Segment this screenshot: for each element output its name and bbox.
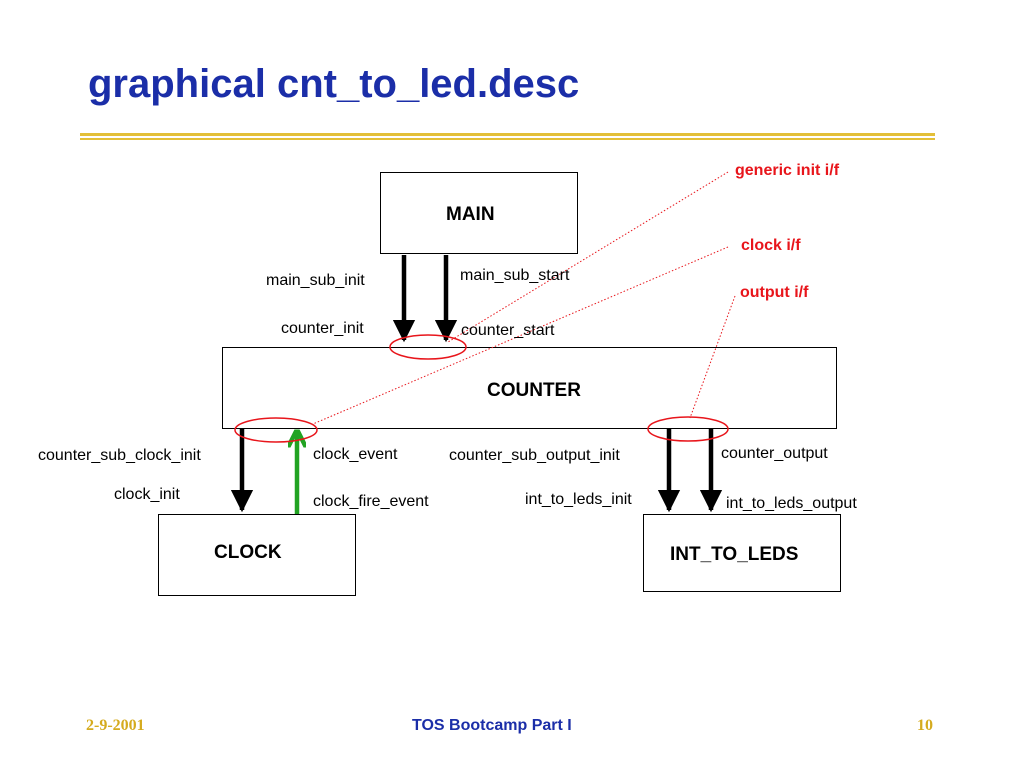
clock-event-label: clock_event (313, 446, 398, 463)
footer-title: TOS Bootcamp Part I (412, 717, 572, 734)
main-box (380, 172, 578, 254)
slide-title: graphical cnt_to_led.desc (88, 62, 580, 106)
main-sub-init-label: main_sub_init (266, 272, 365, 289)
output-if-leader (689, 295, 736, 419)
counter-box (222, 347, 837, 429)
title-underline-bottom (80, 138, 935, 140)
int-to-leds-box (643, 514, 841, 592)
clock-interface-ellipse (234, 417, 318, 443)
init-interface-ellipse (389, 334, 467, 360)
counter-label: COUNTER (487, 380, 581, 401)
int-to-leds-init-label: int_to_leds_init (525, 491, 632, 508)
int-to-leds-output-label: int_to_leds_output (726, 495, 857, 512)
footer-date: 2-9-2001 (86, 717, 145, 734)
counter-output-label: counter_output (721, 445, 828, 462)
main-sub-start-label: main_sub_start (460, 267, 570, 284)
clock-if-annotation: clock i/f (741, 237, 801, 254)
clock-if-leader (312, 246, 729, 425)
generic-init-leader (447, 171, 729, 343)
counter-init-label: counter_init (281, 320, 364, 337)
output-interface-ellipse (647, 416, 729, 442)
generic-init-annotation: generic init i/f (735, 162, 840, 179)
counter-sub-output-init-label: counter_sub_output_init (449, 447, 620, 464)
page-number: 10 (917, 717, 933, 734)
int-to-leds-label: INT_TO_LEDS (670, 544, 799, 565)
output-if-annotation: output i/f (740, 284, 809, 301)
clock-label: CLOCK (214, 542, 282, 563)
clock-init-label: clock_init (114, 486, 180, 503)
counter-sub-clock-init-label: counter_sub_clock_init (38, 447, 201, 464)
main-label: MAIN (446, 204, 495, 225)
counter-start-label: counter_start (461, 322, 555, 339)
clock-fire-event-label: clock_fire_event (313, 493, 429, 510)
title-underline-top (80, 133, 935, 136)
clock-box (158, 514, 356, 596)
